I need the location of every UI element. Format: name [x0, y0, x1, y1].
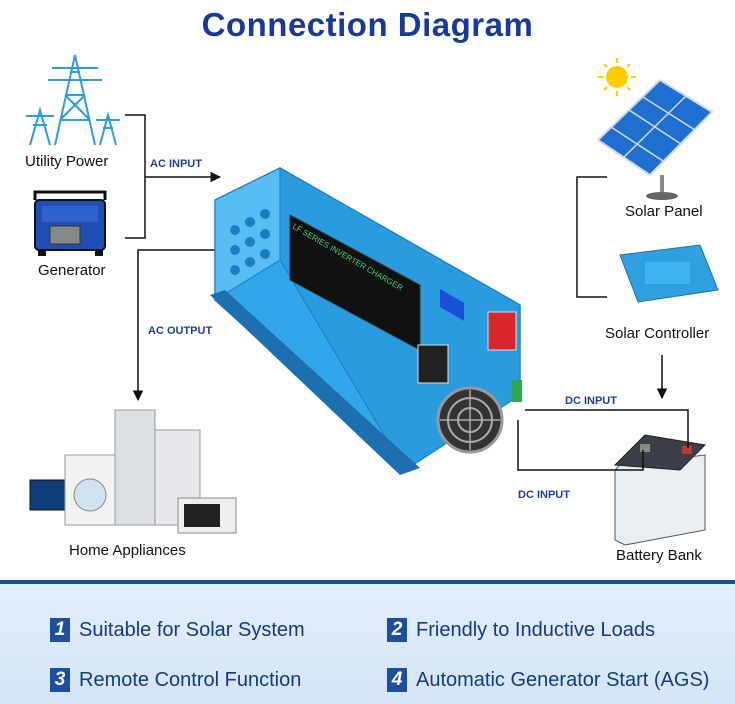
home-appliances-label: Home Appliances	[69, 542, 186, 559]
feature-item: 4 Automatic Generator Start (AGS)	[387, 668, 709, 692]
page-title: Connection Diagram	[201, 6, 534, 43]
feature-text: Remote Control Function	[79, 668, 302, 691]
generator-icon	[33, 190, 107, 256]
solar-controller-icon	[619, 244, 719, 303]
feature-number: 1	[50, 618, 70, 642]
battery-icon	[613, 434, 707, 546]
feature-number: 2	[387, 618, 407, 642]
feature-number: 4	[387, 668, 407, 692]
utility-power-label: Utility Power	[25, 153, 109, 170]
connection-diagram: LF SERIES INVERTER CHARGER	[26, 54, 719, 546]
home-appliances-icon	[29, 409, 237, 534]
ac-output-label: AC OUTPUT	[148, 325, 213, 337]
feature-text: Automatic Generator Start (AGS)	[416, 668, 710, 691]
feature-item: 3 Remote Control Function	[50, 668, 301, 692]
generator-label: Generator	[38, 262, 106, 279]
inverter-charger-unit	[210, 167, 522, 475]
battery-bank-label: Battery Bank	[616, 547, 702, 564]
feature-item: 1 Suitable for Solar System	[50, 618, 305, 642]
feature-number: 3	[50, 668, 70, 692]
feature-text: Friendly to Inductive Loads	[416, 618, 656, 641]
solar-controller-label: Solar Controller	[605, 325, 710, 342]
dc-input-top-label: DC INPUT	[565, 395, 617, 407]
feature-item: 2 Friendly to Inductive Loads	[387, 618, 655, 642]
solar-panel-label: Solar Panel	[625, 203, 703, 220]
sun-icon	[598, 58, 636, 96]
feature-bar: 1 Suitable for Solar System 2 Friendly t…	[0, 580, 735, 704]
ac-input-label: AC INPUT	[150, 158, 202, 170]
solar-panel-icon	[596, 78, 714, 200]
power-tower-icon	[26, 54, 120, 146]
dc-input-bottom-label: DC INPUT	[518, 489, 570, 501]
feature-text: Suitable for Solar System	[79, 618, 305, 641]
